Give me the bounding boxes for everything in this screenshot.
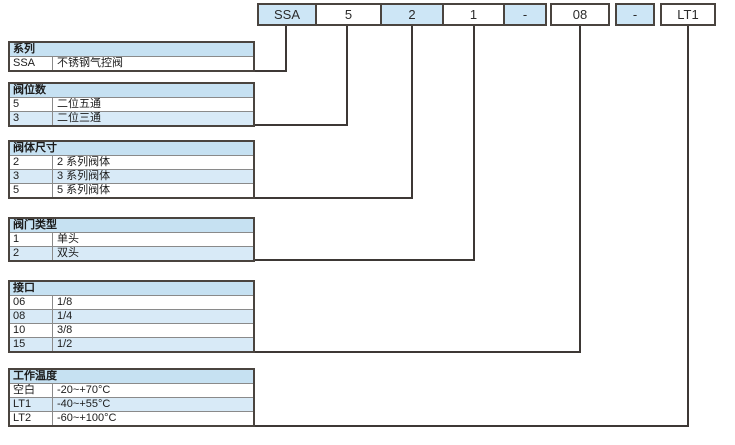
row-desc: -20~+70°C — [57, 384, 111, 396]
connector-valve-type-horizontal — [254, 259, 475, 261]
table-series: 系列 SSA 不锈钢气控阀 — [8, 41, 255, 72]
table-port-size-title: 接口 — [10, 282, 253, 295]
row-code: 3 — [10, 170, 53, 183]
table-temperature: 工作温度 空白 -20~+70°C LT1 -40~+55°C LT2 -60~… — [8, 368, 255, 427]
table-row: 10 3/8 — [10, 323, 253, 337]
code-segment-valve-type: 1 — [442, 3, 505, 26]
connector-valve-type-vertical — [473, 26, 475, 261]
connector-port-vertical — [579, 26, 581, 353]
connector-valve-positions-horizontal — [254, 124, 348, 126]
row-code: 5 — [10, 98, 53, 111]
row-code: 空白 — [10, 384, 53, 397]
code-segment-temperature: LT1 — [660, 3, 716, 26]
row-code: 15 — [10, 338, 53, 351]
connector-temperature-horizontal — [254, 425, 689, 427]
connector-body-size-vertical — [411, 26, 413, 199]
table-row: 08 1/4 — [10, 309, 253, 323]
table-row: 1 单头 — [10, 232, 253, 246]
row-desc: 2 系列阀体 — [57, 156, 111, 168]
table-valve-type-title: 阀门类型 — [10, 219, 253, 232]
row-desc: 1/2 — [57, 338, 73, 350]
row-code: 1 — [10, 233, 53, 246]
code-segment-separator-2: - — [615, 3, 655, 26]
row-code: 06 — [10, 296, 53, 309]
connector-valve-positions-vertical — [346, 26, 348, 126]
row-code: 10 — [10, 324, 53, 337]
table-valve-positions-title: 阀位数 — [10, 84, 253, 97]
table-row: LT2 -60~+100°C — [10, 411, 253, 425]
row-code: 2 — [10, 156, 53, 169]
table-row: 5 5 系列阀体 — [10, 183, 253, 197]
row-desc: -40~+55°C — [57, 398, 111, 410]
connector-port-horizontal — [254, 351, 581, 353]
table-row: 06 1/8 — [10, 295, 253, 309]
table-row: 3 二位三通 — [10, 111, 253, 125]
table-row: SSA 不锈钢气控阀 — [10, 56, 253, 70]
row-desc: 二位三通 — [57, 112, 101, 124]
row-desc: 5 系列阀体 — [57, 184, 111, 196]
code-segment-body-size: 2 — [380, 3, 444, 26]
row-code: LT2 — [10, 412, 53, 425]
row-code: SSA — [10, 57, 53, 70]
connector-series-vertical — [285, 26, 287, 72]
row-desc: 3/8 — [57, 324, 73, 336]
connector-series-horizontal — [254, 70, 287, 72]
row-code: LT1 — [10, 398, 53, 411]
table-valve-type: 阀门类型 1 单头 2 双头 — [8, 217, 255, 262]
row-desc: 3 系列阀体 — [57, 170, 111, 182]
row-desc: 1/4 — [57, 310, 73, 322]
table-series-title: 系列 — [10, 43, 253, 56]
code-segment-separator-1: - — [503, 3, 547, 26]
connector-body-size-horizontal — [254, 197, 413, 199]
row-desc: 不锈钢气控阀 — [57, 57, 123, 69]
table-row: 2 2 系列阀体 — [10, 155, 253, 169]
row-code: 5 — [10, 184, 53, 197]
row-desc: 二位五通 — [57, 98, 101, 110]
table-port-size: 接口 06 1/8 08 1/4 10 3/8 15 1/2 — [8, 280, 255, 353]
row-code: 08 — [10, 310, 53, 323]
row-desc: 双头 — [57, 247, 79, 259]
table-row: 5 二位五通 — [10, 97, 253, 111]
row-code: 2 — [10, 247, 53, 260]
table-body-size: 阀体尺寸 2 2 系列阀体 3 3 系列阀体 5 5 系列阀体 — [8, 140, 255, 199]
code-segment-valve-positions: 5 — [315, 3, 382, 26]
table-row: 3 3 系列阀体 — [10, 169, 253, 183]
row-code: 3 — [10, 112, 53, 125]
table-row: 2 双头 — [10, 246, 253, 260]
row-desc: -60~+100°C — [57, 412, 117, 424]
table-row: 15 1/2 — [10, 337, 253, 351]
table-body-size-title: 阀体尺寸 — [10, 142, 253, 155]
code-segment-port: 08 — [550, 3, 610, 26]
table-row: LT1 -40~+55°C — [10, 397, 253, 411]
connector-temperature-vertical — [687, 26, 689, 427]
table-row: 空白 -20~+70°C — [10, 383, 253, 397]
table-valve-positions: 阀位数 5 二位五通 3 二位三通 — [8, 82, 255, 127]
row-desc: 1/8 — [57, 296, 73, 308]
row-desc: 单头 — [57, 233, 79, 245]
table-temperature-title: 工作温度 — [10, 370, 253, 383]
code-segment-series: SSA — [257, 3, 317, 26]
